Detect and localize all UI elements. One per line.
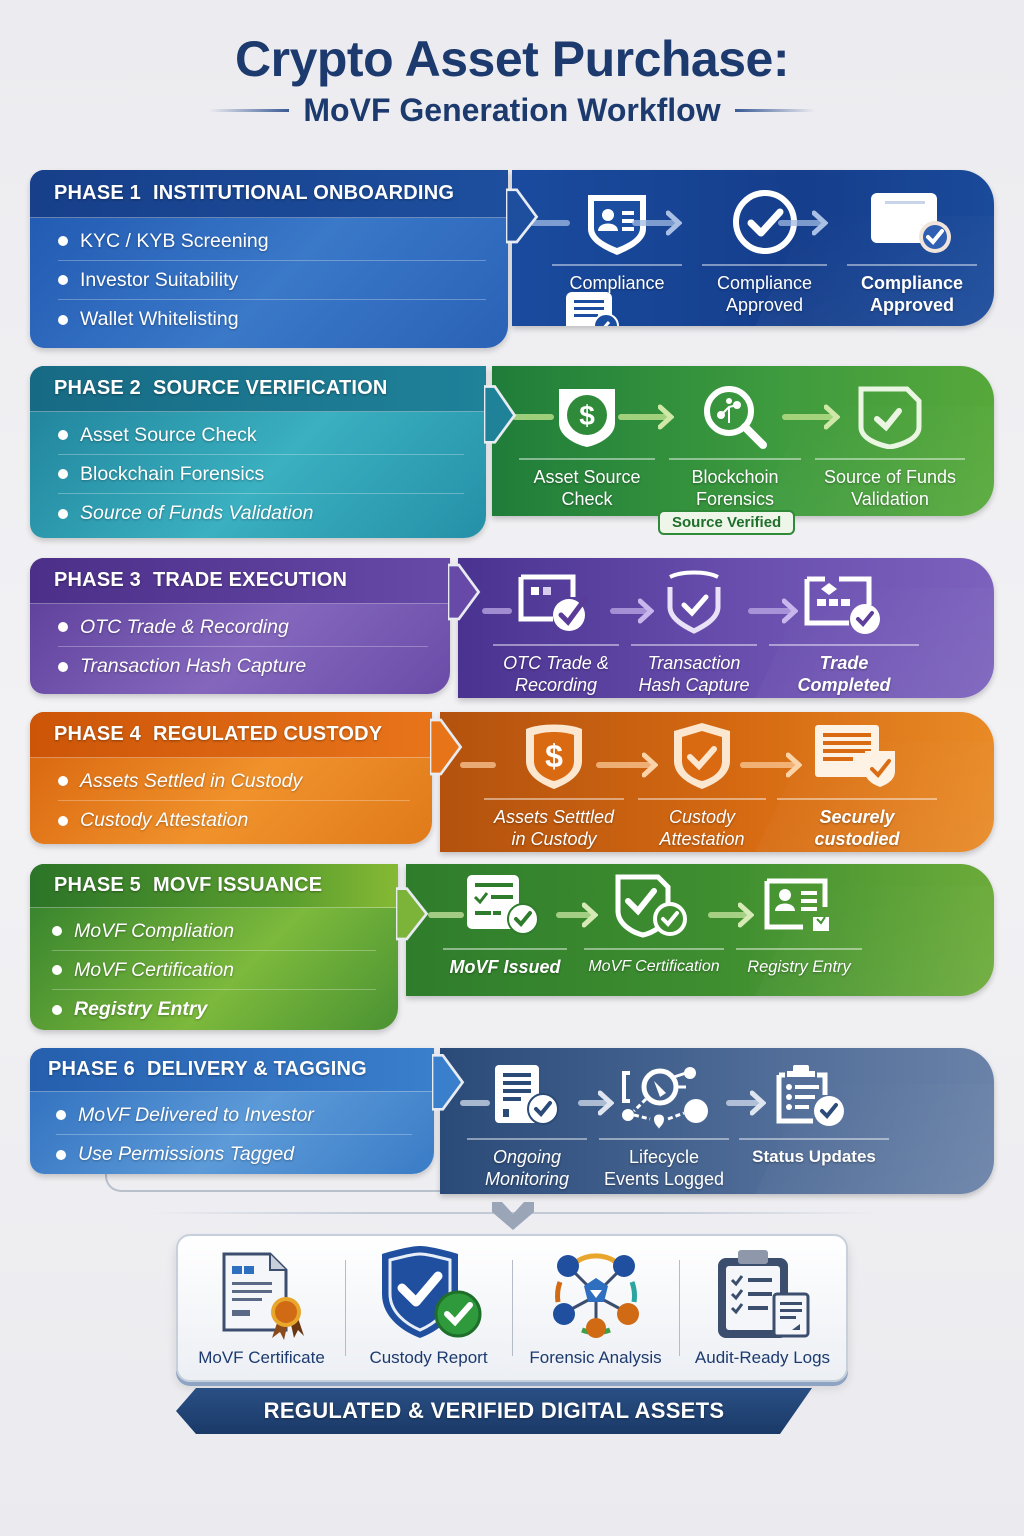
list-item: Source of Funds Validation <box>58 494 464 533</box>
source-verified-badge: Source Verified <box>658 510 796 535</box>
phase-1-card: PHASE 1 INSTITUTIONAL ONBOARDING KYC / K… <box>30 170 508 348</box>
list-item: Asset Source Check <box>58 416 464 455</box>
step-custody-attestation: Custody Attestation <box>632 720 772 850</box>
shield-check-icon <box>670 720 734 792</box>
chevron-right-icon <box>396 887 429 941</box>
step-asset-source-check: $ Asset Source Check <box>514 380 660 510</box>
step-assets-settled: $ Assets Setttled in Custody <box>476 720 632 850</box>
step-movf-issued: MoVF Issued <box>436 870 574 978</box>
phase-2-steps-panel: $ Asset Source Check Blockchoin Forensic… <box>492 366 994 516</box>
page-title: Crypto Asset Purchase: <box>235 31 790 87</box>
list-item: Wallet Whitelisting <box>58 300 486 339</box>
document-shield-icon <box>809 720 905 792</box>
magnifier-network-icon <box>697 380 773 452</box>
network-analysis-icon <box>546 1246 646 1342</box>
list-item: KYC / KYB Screening <box>58 222 486 261</box>
document-check-icon <box>487 1060 567 1132</box>
clipboard-check-icon <box>562 288 620 326</box>
phase-2-header: PHASE 2 SOURCE VERIFICATION <box>30 366 486 412</box>
certificate-icon <box>214 1246 310 1342</box>
ledger-check-icon <box>799 566 889 638</box>
phase-3-steps-panel: OTC Trade & Recording Transaction Hash C… <box>458 558 994 698</box>
phase-1-header: PHASE 1 INSTITUTIONAL ONBOARDING <box>30 170 508 218</box>
phase-5: MoVF Issued MoVF Certification Registry … <box>30 864 994 1032</box>
step-compliance: Compliance <box>542 186 692 294</box>
list-item: Registry Entry <box>52 990 376 1029</box>
chevron-right-icon <box>484 385 517 444</box>
step-blockchain-forensics: Blockchoin Forensics <box>660 380 810 510</box>
phase-1: Compliance Compliance Approved Complianc… <box>30 170 994 350</box>
dollar-shield-icon: $ <box>522 720 586 792</box>
screen-check-icon <box>513 566 599 638</box>
chevron-right-icon <box>506 188 539 244</box>
phase-3: OTC Trade & Recording Transaction Hash C… <box>30 558 994 698</box>
list-item: Blockchain Forensics <box>58 455 464 494</box>
phase-5-card: PHASE 5 MOVF ISSUANCE MoVF Compliation M… <box>30 864 398 1030</box>
list-item: Use Permissions Tagged <box>56 1135 412 1174</box>
svg-text:$: $ <box>579 400 595 431</box>
phase-5-steps-panel: MoVF Issued MoVF Certification Registry … <box>406 864 994 996</box>
clipboard-list-icon <box>708 1246 818 1342</box>
step-movf-certification: MoVF Certification <box>574 870 734 978</box>
phase-4-card: PHASE 4 REGULATED CUSTODY Assets Settled… <box>30 712 432 844</box>
phase-3-header: PHASE 3 TRADE EXECUTION <box>30 558 450 604</box>
phase-1-steps-panel: Compliance Compliance Approved Complianc… <box>512 170 994 326</box>
svg-text:$: $ <box>545 738 563 774</box>
document-check-icon <box>855 380 925 452</box>
subtitle-row: MoVF Generation Workflow <box>0 92 1024 129</box>
step-trade-completed: Trade Completed <box>764 566 924 696</box>
output-forensic-analysis: Forensic Analysis <box>512 1236 679 1380</box>
checklist-check-icon <box>463 870 547 942</box>
step-compliance-approved: Compliance Approved <box>692 186 837 316</box>
phase-4-steps-panel: $ Assets Setttled in Custody Custody Att… <box>440 712 994 852</box>
phase-6-steps-panel: Ongoing Monitoring Lifecycle Events Logg… <box>440 1048 994 1194</box>
divider <box>209 109 290 112</box>
footer-banner: REGULATED & VERIFIED DIGITAL ASSETS <box>176 1388 812 1434</box>
clipboard-check-icon <box>769 1060 859 1132</box>
output-custody-report: Custody Report <box>345 1236 512 1380</box>
phase-2: $ Asset Source Check Blockchoin Forensic… <box>30 366 994 542</box>
page-subtitle: MoVF Generation Workflow <box>303 92 721 128</box>
step-ongoing-monitoring: Ongoing Monitoring <box>460 1060 594 1190</box>
chevron-right-icon <box>430 718 463 776</box>
list-item: Transaction Hash Capture <box>58 647 428 686</box>
step-source-of-funds: Source of Funds Validation <box>810 380 970 510</box>
id-card-icon <box>757 870 841 942</box>
shield-check-icon <box>662 566 726 638</box>
phase-6-header: PHASE 6 DELIVERY & TAGGING <box>30 1048 434 1092</box>
output-movf-certificate: MoVF Certificate <box>178 1236 345 1380</box>
step-transaction-hash: Transaction Hash Capture <box>624 566 764 696</box>
phase-6: Ongoing Monitoring Lifecycle Events Logg… <box>30 1048 994 1194</box>
phase-2-card: PHASE 2 SOURCE VERIFICATION Asset Source… <box>30 366 486 538</box>
folder-check-icon <box>867 186 957 258</box>
output-audit-ready-logs: Audit-Ready Logs <box>679 1236 846 1380</box>
shield-check-badge-icon <box>612 870 696 942</box>
list-item: Custody Attestation <box>58 801 410 840</box>
list-item: OTC Trade & Recording <box>58 608 428 647</box>
outputs-panel: MoVF Certificate Custody Report Forensic… <box>176 1234 848 1382</box>
step-securely-custodied: Securely custodied <box>772 720 942 850</box>
list-item: MoVF Delivered to Investor <box>56 1096 412 1135</box>
phase-4-header: PHASE 4 REGULATED CUSTODY <box>30 712 432 758</box>
step-lifecycle-events: Lifecycle Events Logged <box>594 1060 734 1190</box>
dollar-shield-icon: $ <box>555 380 619 452</box>
phase-3-card: PHASE 3 TRADE EXECUTION OTC Trade & Reco… <box>30 558 450 694</box>
phase-5-header: PHASE 5 MOVF ISSUANCE <box>30 864 398 908</box>
id-shield-icon <box>582 186 652 258</box>
shield-check-icon <box>374 1246 484 1342</box>
list-item: MoVF Compliation <box>52 912 376 951</box>
chevron-down-icon <box>492 1202 534 1230</box>
step-otc-trade: OTC Trade & Recording <box>488 566 624 696</box>
divider <box>734 109 815 112</box>
phase-6-card: PHASE 6 DELIVERY & TAGGING MoVF Delivere… <box>30 1048 434 1174</box>
list-item: Investor Suitability <box>58 261 486 300</box>
list-item: MoVF Certification <box>52 951 376 990</box>
list-item: Assets Settled in Custody <box>58 762 410 801</box>
network-nodes-icon <box>616 1060 712 1132</box>
phase-4: $ Assets Setttled in Custody Custody Att… <box>30 712 994 854</box>
step-compliance-approved-final: Compliance Approved <box>837 186 987 316</box>
chevron-right-icon <box>448 563 481 621</box>
chevron-right-icon <box>432 1053 465 1111</box>
